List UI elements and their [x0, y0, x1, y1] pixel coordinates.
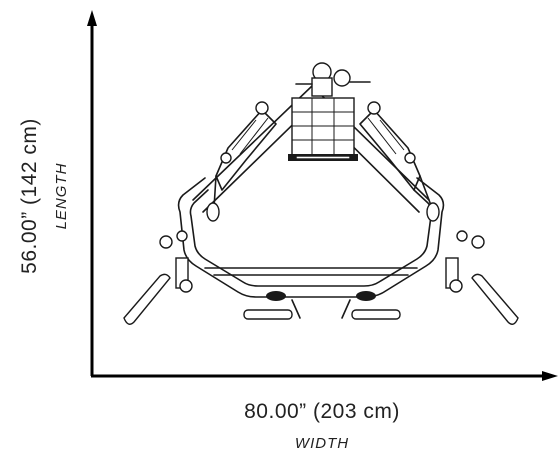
apex-gauge: [333, 69, 351, 87]
left-handle: [123, 273, 171, 325]
apex-handle: [295, 81, 371, 85]
inner-frame: [189, 189, 433, 287]
equipment-top-view: [123, 62, 519, 325]
right-pulleys: [445, 230, 485, 293]
dimension-axes: [87, 10, 558, 381]
rear-footplates: [243, 291, 401, 320]
width-label: WIDTH: [295, 435, 349, 452]
weight-stack: [288, 97, 358, 161]
right-handle: [471, 273, 519, 325]
width-axis-arrow: [542, 371, 558, 381]
outer-frame: [177, 177, 445, 298]
right-arm-assembly: [359, 101, 440, 222]
left-arm-assembly: [206, 101, 277, 222]
length-dimension: 56.00” (142 cm) LENGTH: [18, 118, 70, 274]
width-measurement: 80.00” (203 cm): [244, 400, 400, 423]
apex-block: [311, 77, 333, 97]
length-measurement: 56.00” (142 cm): [18, 118, 41, 274]
length-axis-arrow: [87, 10, 97, 26]
length-label: LENGTH: [53, 163, 70, 230]
left-pulleys: [159, 230, 193, 293]
